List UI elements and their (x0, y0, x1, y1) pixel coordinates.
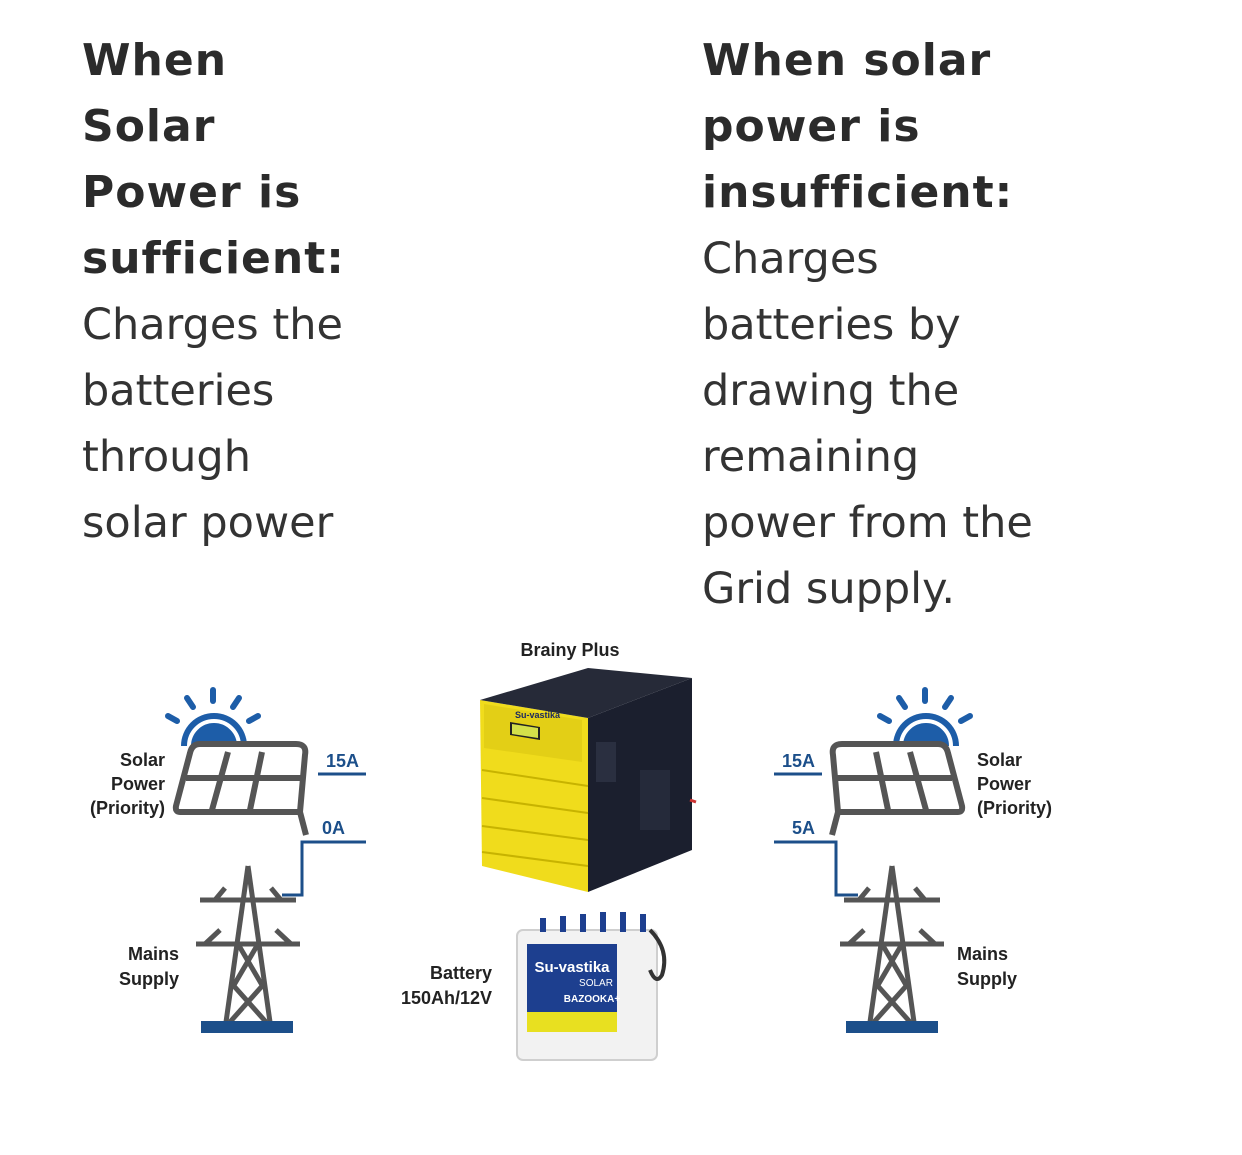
right-tower-base (846, 1021, 938, 1033)
inverter-brand: Su-vastika (515, 710, 561, 720)
right-solar-label-2: Power (977, 774, 1031, 794)
left-tower-base (201, 1021, 293, 1033)
left-solar-label-1: Solar (120, 750, 165, 770)
left-mains-line (282, 840, 366, 897)
left-solar-label-2: Power (111, 774, 165, 794)
right-power-tower-icon (840, 865, 944, 1024)
right-solar-panel-icon (829, 741, 966, 836)
left-heading: When Solar Power is sufficient: (82, 35, 345, 284)
battery-brand: Su-vastika (534, 959, 610, 976)
right-body: Charges batteries by drawing the remaini… (702, 234, 1033, 614)
right-column: When solar power is insufficient: Charge… (702, 28, 1182, 622)
right-mains-label-1: Mains (957, 944, 1008, 964)
battery-image: Su-vastika SOLAR BAZOOKA+ (516, 912, 667, 1061)
left-mains-label-1: Mains (128, 944, 179, 964)
battery-label-2: 150Ah/12V (401, 988, 492, 1008)
right-solar-label-3: (Priority) (977, 798, 1052, 818)
battery-sub: SOLAR (579, 978, 613, 989)
left-solar-label-3: (Priority) (90, 798, 165, 818)
inverter-image: Su-vastika (480, 668, 697, 892)
left-mains-label-2: Supply (119, 969, 179, 989)
inverter-label: Brainy Plus (520, 640, 619, 660)
battery-model: BAZOOKA+ (564, 994, 621, 1005)
right-heading: When solar power is insufficient: (702, 35, 1014, 218)
left-sun-icon (165, 687, 261, 747)
right-mains-current: 5A (792, 818, 815, 838)
left-column: When Solar Power is sufficient: Charges … (82, 28, 442, 556)
right-mains-label-2: Supply (957, 969, 1017, 989)
right-solar-label-1: Solar (977, 750, 1022, 770)
right-mains-line (774, 840, 858, 897)
system-diagram: Solar Power (Priority) 15A 0A Mains Supp… (90, 640, 1052, 1061)
left-solar-panel-icon (172, 741, 309, 836)
left-body: Charges the batteries through solar powe… (82, 300, 343, 548)
battery-label-1: Battery (430, 963, 492, 983)
right-sun-icon (877, 687, 973, 747)
left-power-tower-icon (196, 865, 300, 1024)
left-mains-current: 0A (322, 818, 345, 838)
left-solar-current: 15A (326, 751, 359, 771)
right-solar-current: 15A (782, 751, 815, 771)
